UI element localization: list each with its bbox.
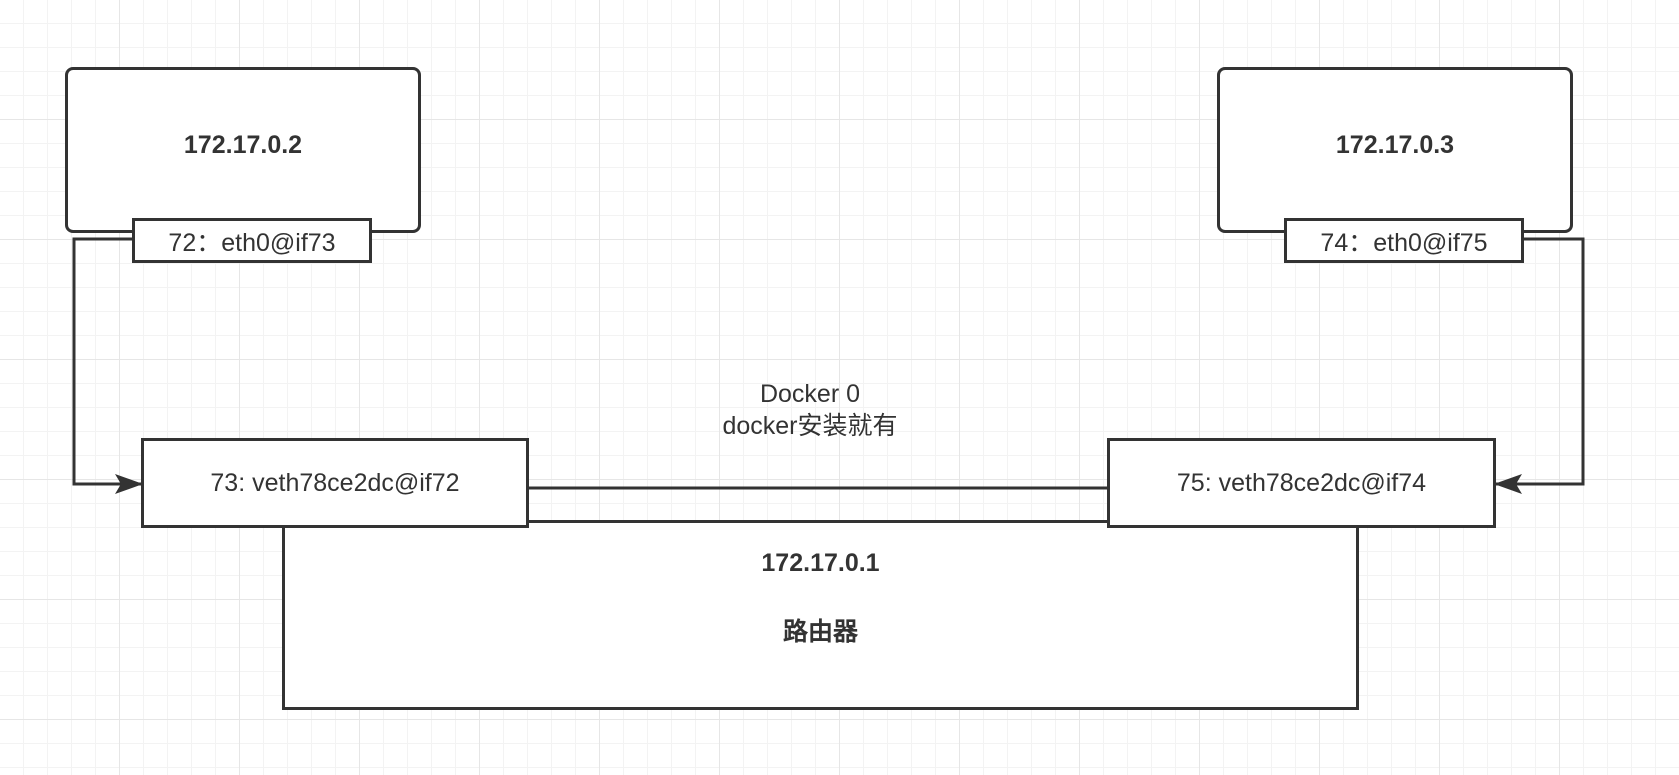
- router-name: 路由器: [782, 618, 858, 646]
- container-box-right: 172.17.0.3: [1217, 67, 1573, 233]
- link-left-container-to-veth: [72, 237, 143, 494]
- container-interface-label-left: 72：eth0@if73: [168, 228, 336, 257]
- container-interface-left: 72：eth0@if73: [132, 218, 372, 263]
- container-interface-label-right: 74：eth0@if75: [1320, 228, 1488, 257]
- veth-box-left: 73: veth78ce2dc@if72: [141, 438, 529, 528]
- bridge-note: docker安装就有: [722, 412, 898, 440]
- veth-box-right: 75: veth78ce2dc@if74: [1107, 438, 1496, 528]
- router-ip: 172.17.0.1: [761, 549, 880, 577]
- router-box: 172.17.0.1 路由器: [282, 520, 1359, 710]
- container-ip-right: 172.17.0.3: [1335, 130, 1455, 159]
- link-right-container-to-veth: [1494, 237, 1585, 494]
- bridge-label: Docker 0 docker安装就有: [660, 378, 960, 442]
- veth-label-left: 73: veth78ce2dc@if72: [210, 468, 460, 497]
- container-interface-right: 74：eth0@if75: [1284, 218, 1524, 263]
- veth-label-right: 75: veth78ce2dc@if74: [1176, 468, 1427, 497]
- bridge-name: Docker 0: [759, 380, 861, 408]
- container-box-left: 172.17.0.2: [65, 67, 421, 233]
- container-ip-left: 172.17.0.2: [183, 130, 303, 159]
